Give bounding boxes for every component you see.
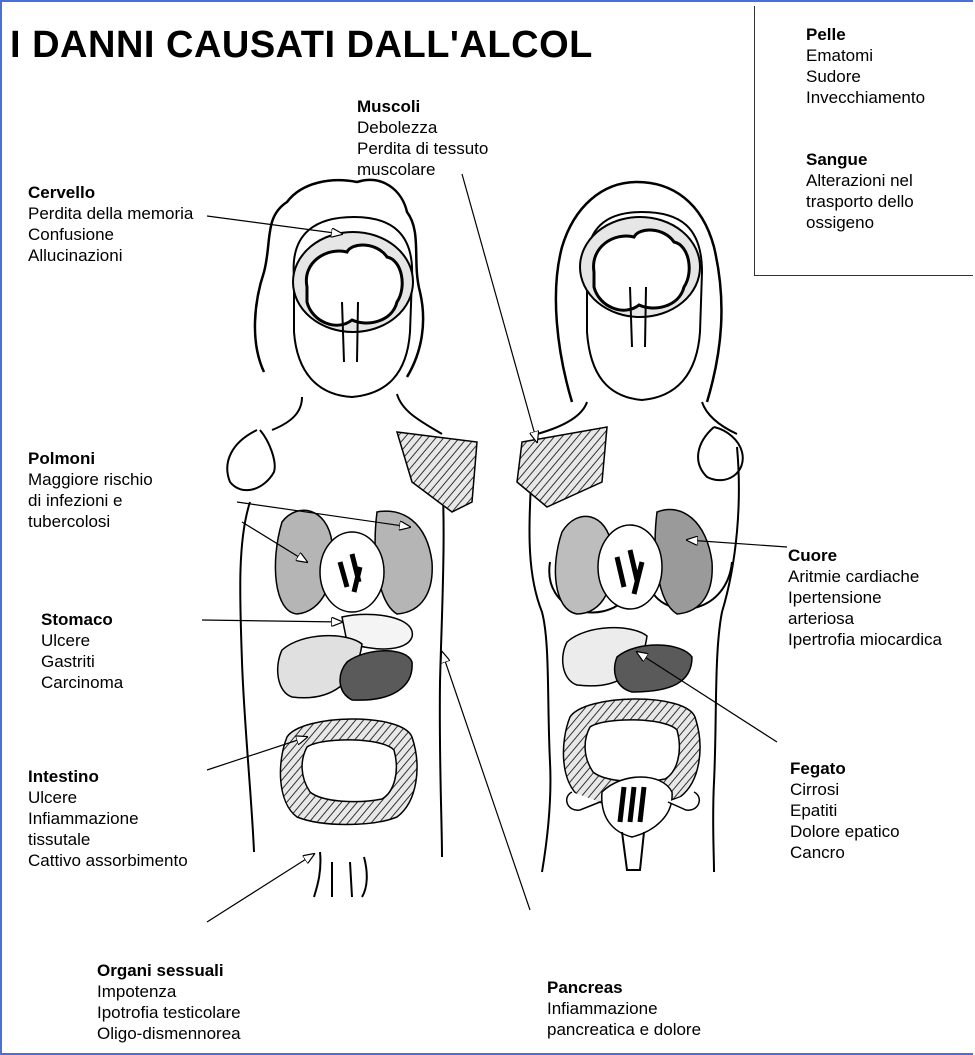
arrow-organi <box>207 854 314 922</box>
label-pelle: Pelle Ematomi Sudore Invecchiamento <box>806 24 925 108</box>
female-spleen <box>615 645 692 692</box>
label-stomaco: Stomaco Ulcere Gastriti Carcinoma <box>41 609 123 693</box>
label-heading: Cuore <box>788 545 942 566</box>
label-line: Epatiti <box>790 800 900 821</box>
label-heading: Pancreas <box>547 977 701 998</box>
label-line: Dolore epatico <box>790 821 900 842</box>
label-line: tubercolosi <box>28 511 153 532</box>
label-line: Aritmie cardiache <box>788 566 942 587</box>
label-line: Perdita della memoria <box>28 203 193 224</box>
label-line: Ipertrofia miocardica <box>788 629 942 650</box>
label-line: Ulcere <box>28 787 188 808</box>
label-line: trasporto dello <box>806 191 914 212</box>
label-line: Debolezza <box>357 117 488 138</box>
label-line: Gastriti <box>41 651 123 672</box>
label-pancreas: Pancreas Infiammazione pancreatica e dol… <box>547 977 701 1040</box>
label-intestino: Intestino Ulcere Infiammazione tissutale… <box>28 766 188 871</box>
label-line: Ematomi <box>806 45 925 66</box>
label-heading: Organi sessuali <box>97 960 241 981</box>
arrow-fegato <box>637 652 777 742</box>
label-cuore: Cuore Aritmie cardiache Ipertensione art… <box>788 545 942 650</box>
label-line: Cattivo assorbimento <box>28 850 188 871</box>
label-line: Impotenza <box>97 981 241 1002</box>
arrow-pancreas <box>442 652 530 910</box>
arrow-muscoli <box>462 174 537 442</box>
label-heading: Sangue <box>806 149 914 170</box>
label-line: Infiammazione <box>547 998 701 1019</box>
label-line: Cirrosi <box>790 779 900 800</box>
female-lung-right <box>655 509 712 614</box>
label-heading: Polmoni <box>28 448 153 469</box>
label-line: Carcinoma <box>41 672 123 693</box>
label-heading: Intestino <box>28 766 188 787</box>
label-line: Ipotrofia testicolare <box>97 1002 241 1023</box>
female-heart <box>598 525 662 609</box>
male-organs <box>275 432 477 825</box>
label-line: Perdita di tessuto <box>357 138 488 159</box>
page-title: I DANNI CAUSATI DALL'ALCOL <box>10 24 593 67</box>
label-cervello: Cervello Perdita della memoria Confusion… <box>28 182 193 266</box>
male-groin <box>314 852 367 897</box>
label-line: pancreatica e dolore <box>547 1019 701 1040</box>
label-heading: Muscoli <box>357 96 488 117</box>
arrow-stomaco <box>202 620 342 622</box>
label-line: Alterazioni nel <box>806 170 914 191</box>
label-line: Cancro <box>790 842 900 863</box>
label-heading: Cervello <box>28 182 193 203</box>
label-line: muscolare <box>357 159 488 180</box>
label-heading: Pelle <box>806 24 925 45</box>
male-heart <box>320 532 384 612</box>
label-line: Ipertensione <box>788 587 942 608</box>
label-heading: Fegato <box>790 758 900 779</box>
label-line: arteriosa <box>788 608 942 629</box>
label-line: Oligo-dismennorea <box>97 1023 241 1044</box>
label-line: Ulcere <box>41 630 123 651</box>
label-line: Allucinazioni <box>28 245 193 266</box>
female-uterus <box>602 777 672 837</box>
male-chest-muscle <box>397 432 477 512</box>
label-heading: Stomaco <box>41 609 123 630</box>
label-line: Confusione <box>28 224 193 245</box>
label-line: Sudore <box>806 66 925 87</box>
label-polmoni: Polmoni Maggiore rischio di infezioni e … <box>28 448 153 532</box>
male-intestine <box>280 719 417 825</box>
label-line: Maggiore rischio <box>28 469 153 490</box>
label-muscoli: Muscoli Debolezza Perdita di tessuto mus… <box>357 96 488 180</box>
label-fegato: Fegato Cirrosi Epatiti Dolore epatico Ca… <box>790 758 900 863</box>
label-line: ossigeno <box>806 212 914 233</box>
label-line: Invecchiamento <box>806 87 925 108</box>
label-organi-sessuali: Organi sessuali Impotenza Ipotrofia test… <box>97 960 241 1044</box>
label-line: tissutale <box>28 829 188 850</box>
label-line: Infiammazione <box>28 808 188 829</box>
label-sangue: Sangue Alterazioni nel trasporto dello o… <box>806 149 914 233</box>
label-line: di infezioni e <box>28 490 153 511</box>
